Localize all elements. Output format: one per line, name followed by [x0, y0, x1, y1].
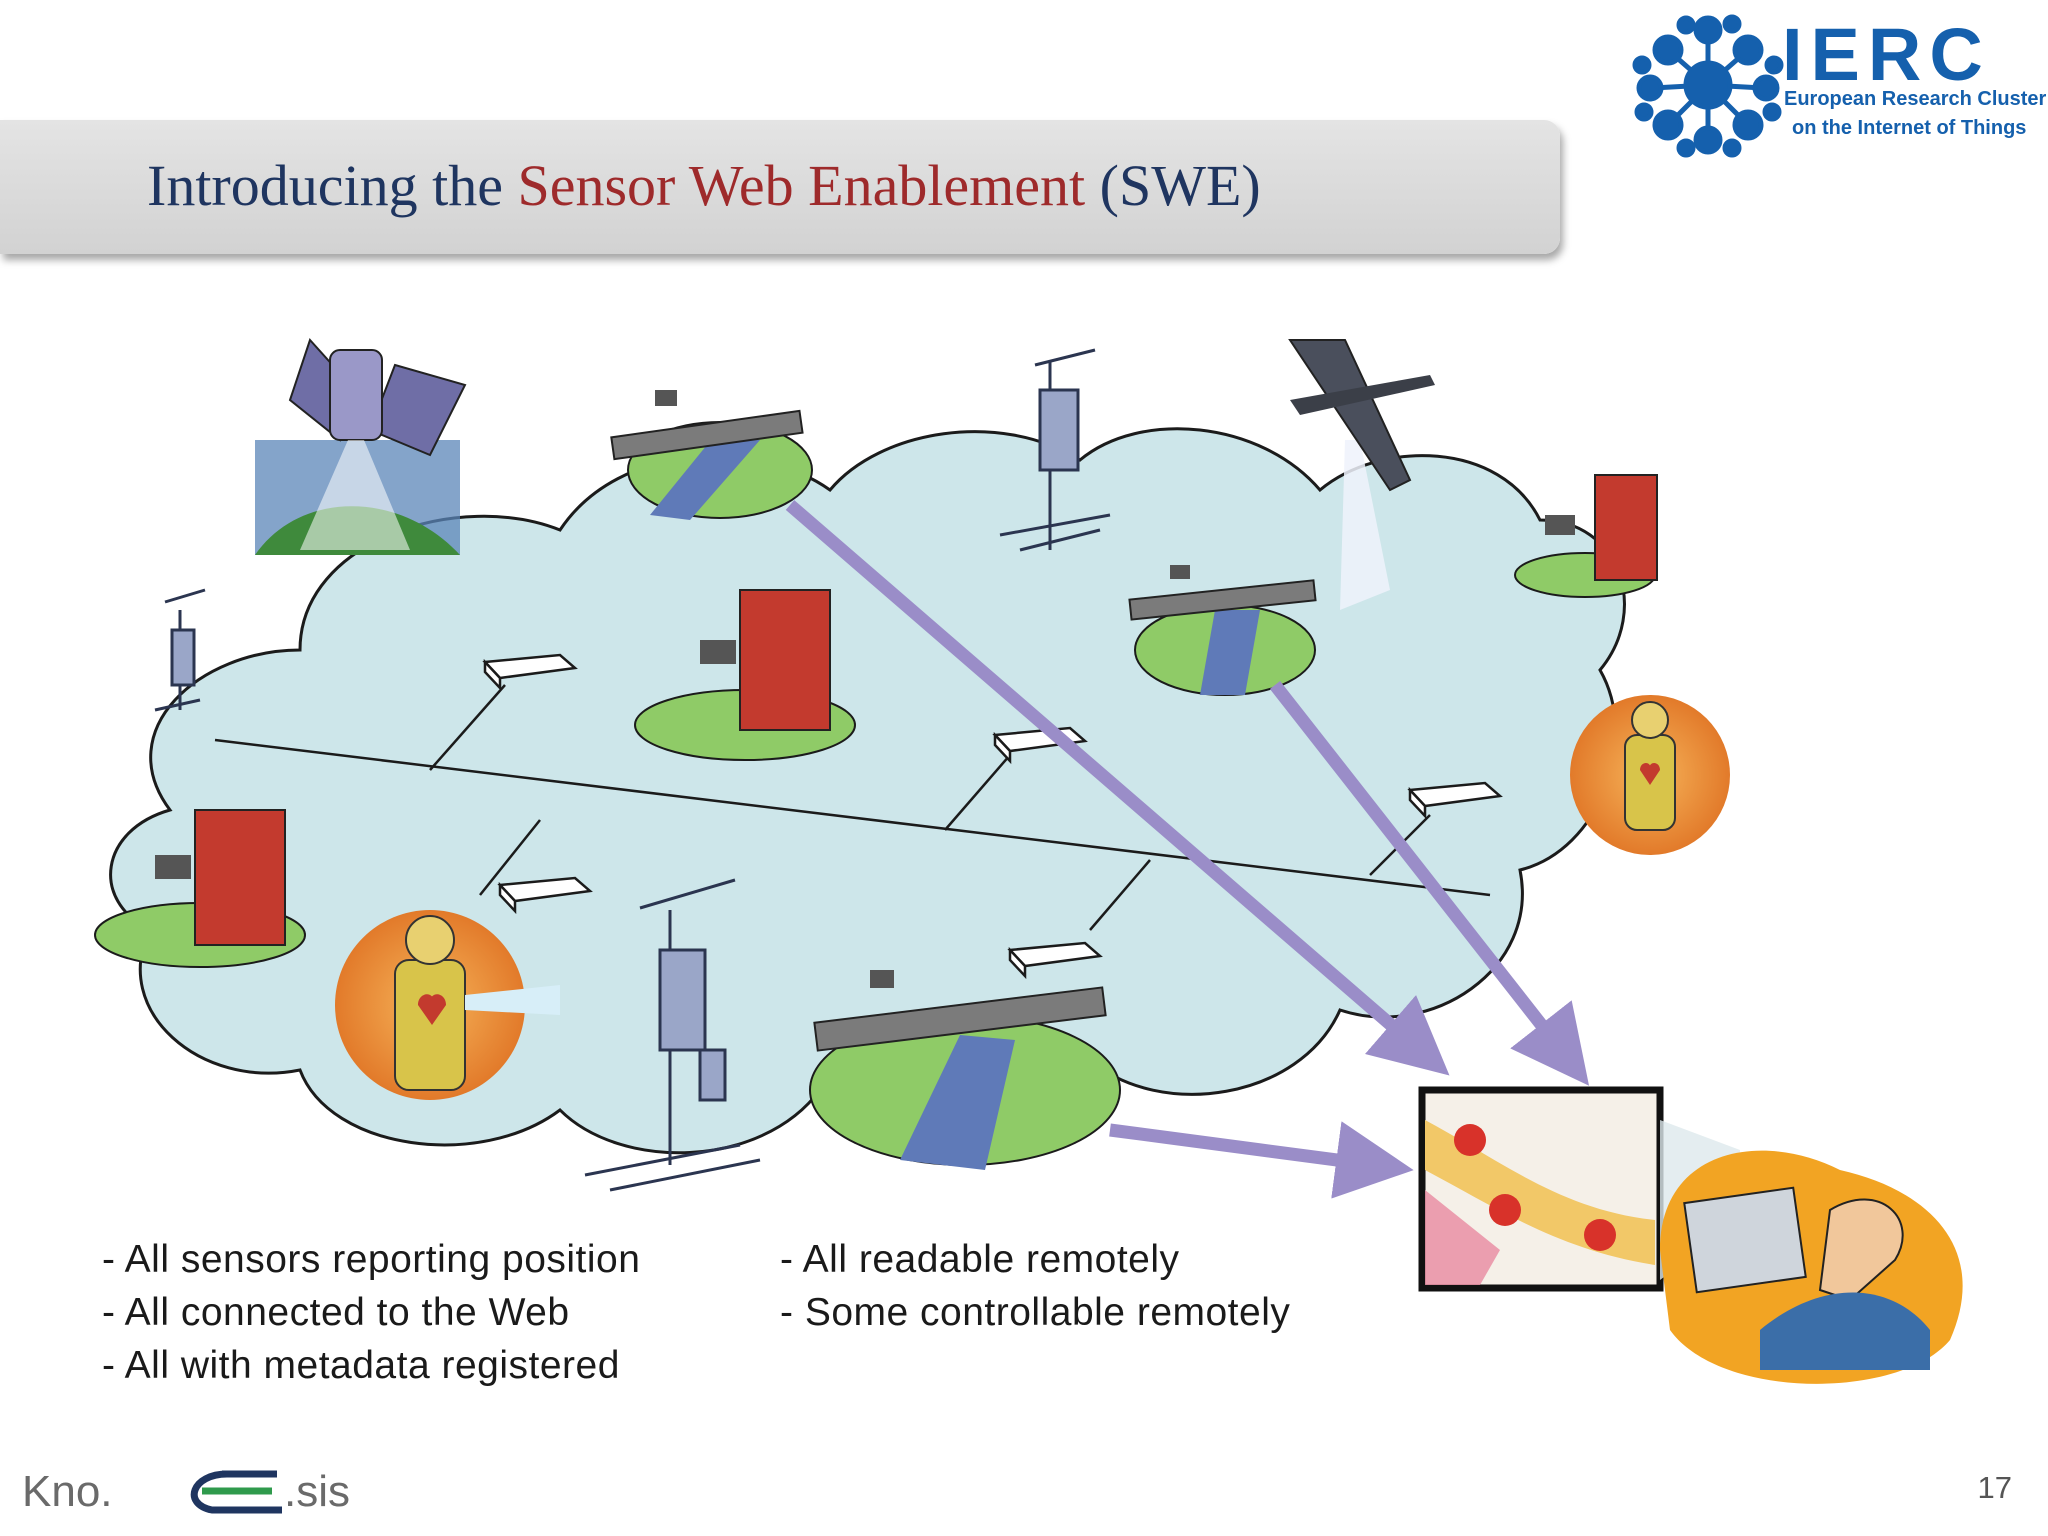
uav-icon — [1288, 339, 1435, 610]
bridge-camera-icon — [1128, 565, 1317, 696]
slide-title: Introducing the Sensor Web Enablement (S… — [147, 152, 1261, 219]
logo-name: IERC — [1782, 13, 1991, 96]
page-number: 17 — [1977, 1470, 2012, 1505]
sensor-web-diagram — [94, 338, 1963, 1384]
weather-station-icon — [584, 878, 761, 1192]
network-lines — [214, 684, 1491, 931]
brand-e-icon — [190, 1470, 282, 1514]
brand-left: Kno. — [22, 1467, 113, 1516]
data-flow-arrows — [785, 500, 1590, 1199]
building-camera-icon — [634, 589, 856, 761]
title-part-2: (SWE) — [1085, 153, 1261, 218]
weather-station-icon — [999, 348, 1111, 552]
title-part-1: Introducing the — [147, 153, 518, 218]
bullet-left-1: - All sensors reporting position — [102, 1238, 641, 1281]
bullet-right-2: - Some controllable remotely — [780, 1291, 1291, 1334]
building-camera-icon — [94, 809, 306, 968]
user-computer-icon — [1660, 1150, 1963, 1384]
bridge-camera-icon — [610, 390, 813, 520]
bullet-right-1: - All readable remotely — [780, 1238, 1180, 1281]
logo-subtitle-1: European Research Cluster — [1784, 88, 2047, 110]
brand-right: .sis — [284, 1467, 350, 1516]
network-node-icon — [1007, 941, 1103, 980]
network-node-icon — [1407, 781, 1503, 820]
satellite-icon — [255, 338, 467, 555]
network-node-icon — [482, 653, 578, 692]
logo-subtitle-2: on the Internet of Things — [1792, 117, 2027, 139]
building-camera-icon — [1514, 474, 1658, 598]
network-node-icon — [497, 876, 593, 915]
bullet-left-3: - All with metadata registered — [102, 1344, 620, 1387]
firefighter-icon — [335, 910, 560, 1100]
firefighter-icon — [1570, 695, 1730, 855]
bridge-camera-icon — [809, 970, 1121, 1170]
title-accent: Sensor Web Enablement — [517, 153, 1086, 218]
bullet-left-2: - All connected to the Web — [102, 1291, 570, 1334]
title-bar: Introducing the Sensor Web Enablement (S… — [0, 120, 1560, 254]
knoesis-logo: Kno. .sis — [22, 1467, 350, 1516]
molecule-network-icon — [1632, 14, 1784, 158]
weather-station-icon — [154, 588, 206, 712]
